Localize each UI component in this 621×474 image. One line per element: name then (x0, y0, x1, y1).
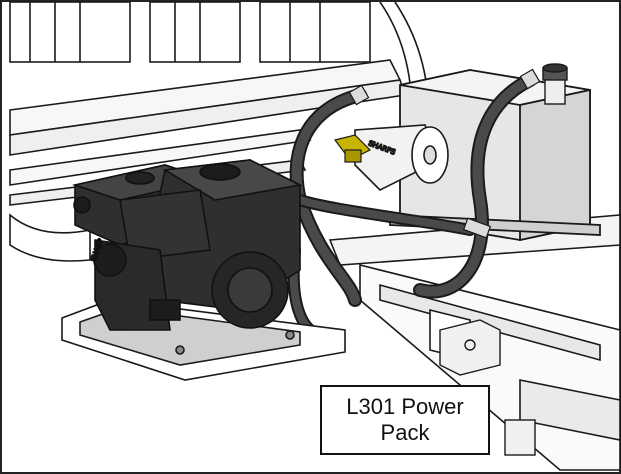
hydraulic-tank (389, 69, 601, 242)
hose-fittings (348, 68, 541, 239)
filler-cap (542, 63, 568, 105)
callout-line-2: Pack (380, 420, 430, 445)
yellow-fitting (333, 134, 372, 163)
callout-line-1: L301 Power (346, 394, 464, 419)
gas-engine: SHARP (72, 159, 303, 331)
beam-bracket (439, 319, 536, 456)
power-pack-callout: L301 Power Pack (320, 385, 490, 455)
